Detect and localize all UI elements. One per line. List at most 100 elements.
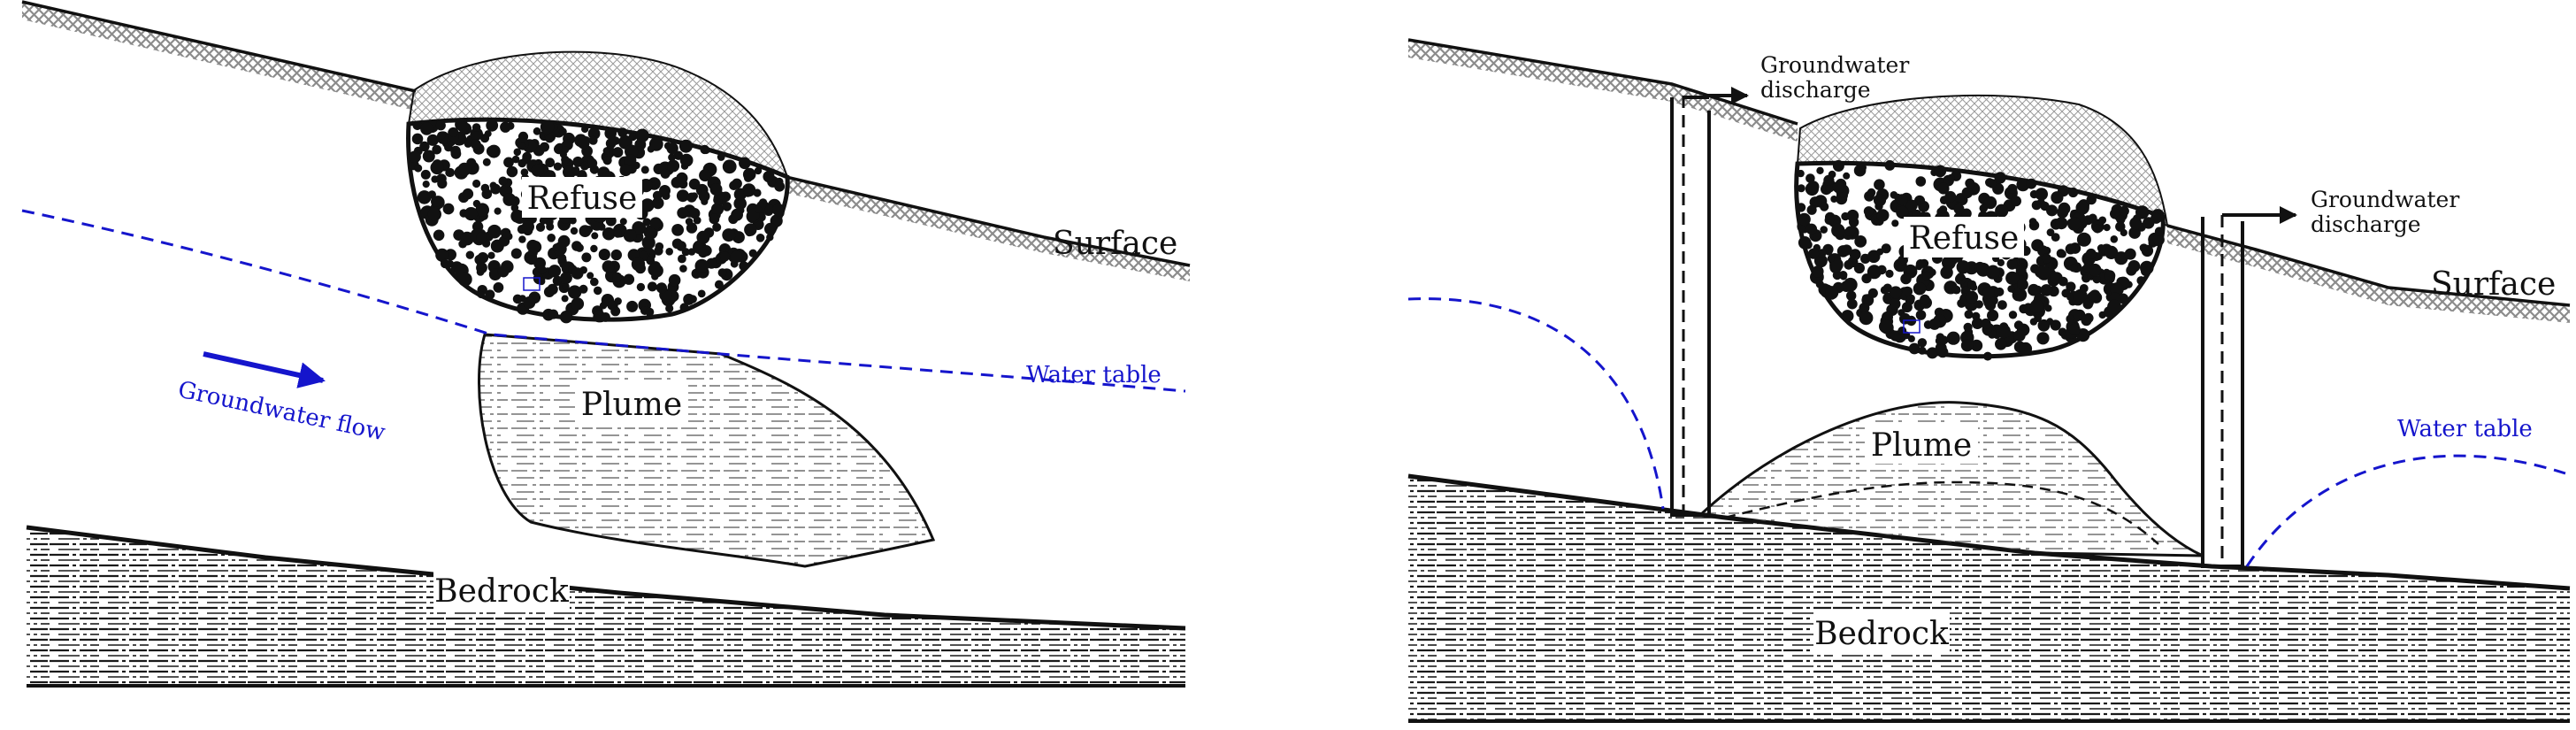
refuse-particle <box>1940 265 1953 280</box>
refuse-particle <box>605 138 617 149</box>
refuse-particle <box>484 130 492 138</box>
refuse-particle <box>572 156 584 167</box>
refuse-particle <box>2029 318 2038 326</box>
refuse-particle <box>2104 245 2119 259</box>
refuse-particle <box>538 265 547 274</box>
refuse-particle <box>2028 218 2037 226</box>
refuse-particle <box>710 203 724 216</box>
bedrock-label-backing <box>433 568 570 611</box>
refuse-particle <box>2081 315 2092 327</box>
refuse-particle <box>2069 264 2078 273</box>
refuse-particle <box>1982 286 1995 299</box>
refuse-particle <box>2030 264 2040 274</box>
refuse-particle <box>437 178 448 189</box>
refuse-particle <box>1956 273 1965 280</box>
refuse-particle <box>626 300 639 312</box>
refuse-particle <box>2103 224 2111 232</box>
refuse-particle <box>431 196 441 207</box>
refuse-particle <box>645 307 655 317</box>
refuse-particle <box>2128 227 2141 239</box>
refuse-particle <box>420 122 433 135</box>
refuse-particle <box>619 218 627 226</box>
refuse-particle <box>2066 293 2074 301</box>
refuse-particle <box>640 165 649 174</box>
refuse-particle <box>409 150 421 164</box>
plume-inner-boundary <box>1724 480 2159 545</box>
refuse-particle <box>1854 235 1867 248</box>
refuse-particle <box>739 157 751 170</box>
refuse-particle <box>464 139 472 148</box>
refuse-particle <box>486 145 498 158</box>
refuse-particle <box>1965 178 1975 188</box>
refuse-particle <box>619 164 632 177</box>
refuse-particle <box>2017 279 2028 290</box>
water-table-label: Water table <box>2397 416 2533 442</box>
refuse-particle <box>1900 256 1908 265</box>
refuse-particle <box>591 232 599 240</box>
refuse-particle <box>605 215 617 227</box>
refuse-particle <box>601 312 610 322</box>
refuse-particle <box>482 158 491 166</box>
refuse-particle <box>722 159 737 174</box>
refuse-particle <box>476 268 485 276</box>
refuse-particle <box>575 243 584 252</box>
groundwater-flow-label: Groundwater flow <box>176 377 388 447</box>
refuse-particle <box>667 159 680 173</box>
plume-main <box>1697 401 2204 557</box>
refuse-particle <box>2036 332 2050 345</box>
refuse-particle <box>571 166 580 174</box>
refuse-particle <box>471 139 481 150</box>
refuse-particle <box>588 135 598 145</box>
refuse-particle <box>2098 216 2107 225</box>
refuse-particle <box>571 297 585 311</box>
refuse-particle <box>432 144 442 155</box>
refuse-particle <box>579 284 588 294</box>
left-discharge-label-line1: Groundwater <box>1760 52 1909 78</box>
refuse-particle <box>487 251 495 259</box>
refuse-particle <box>1956 260 1970 274</box>
refuse-particle <box>678 254 686 264</box>
refuse-particle <box>1970 283 1978 291</box>
refuse-particle <box>1972 311 1981 320</box>
refuse-particle <box>654 246 663 256</box>
refuse-particle <box>628 132 637 142</box>
refuse-particle <box>1813 254 1828 268</box>
refuse-particle <box>729 181 739 190</box>
refuse-particle <box>660 168 671 179</box>
refuse-particle <box>548 309 559 319</box>
plume-label-backing <box>575 382 688 423</box>
refuse-particle <box>1983 298 1993 308</box>
refuse-particle <box>1915 259 1926 269</box>
refuse-particle <box>1843 172 1851 180</box>
left-well-casing <box>1670 97 1711 517</box>
bedrock-label: Bedrock <box>1814 616 1950 652</box>
refuse-particle <box>2079 284 2089 293</box>
refuse-particle <box>552 243 560 251</box>
refuse-particle <box>1859 303 1870 313</box>
refuse-particle <box>2065 243 2076 255</box>
bedrock-label: Bedrock <box>434 573 570 610</box>
refuse-particle <box>635 263 646 274</box>
refuse-particle <box>557 253 567 263</box>
refuse-particle <box>510 248 522 259</box>
refuse-particle <box>412 120 423 131</box>
refuse-particle <box>513 148 522 157</box>
refuse-particle <box>2066 281 2076 292</box>
refuse-particle <box>472 123 481 132</box>
refuse-particle <box>2028 283 2040 296</box>
refuse-particle <box>612 272 622 282</box>
refuse-particle <box>503 157 514 168</box>
refuse-particle <box>696 230 710 244</box>
refuse-particle <box>2013 329 2026 342</box>
refuse-particle <box>1939 205 1948 214</box>
refuse-particle <box>1797 184 1806 193</box>
refuse-particle <box>435 248 449 262</box>
refuse-particle <box>668 153 676 162</box>
refuse-particle <box>1951 285 1961 295</box>
refuse-particle <box>1971 318 1983 329</box>
right-well-casing <box>2201 217 2244 568</box>
refuse-particle <box>2076 232 2091 247</box>
refuse-particle <box>679 303 689 312</box>
refuse-particle <box>435 120 446 131</box>
refuse-particle <box>698 190 710 203</box>
